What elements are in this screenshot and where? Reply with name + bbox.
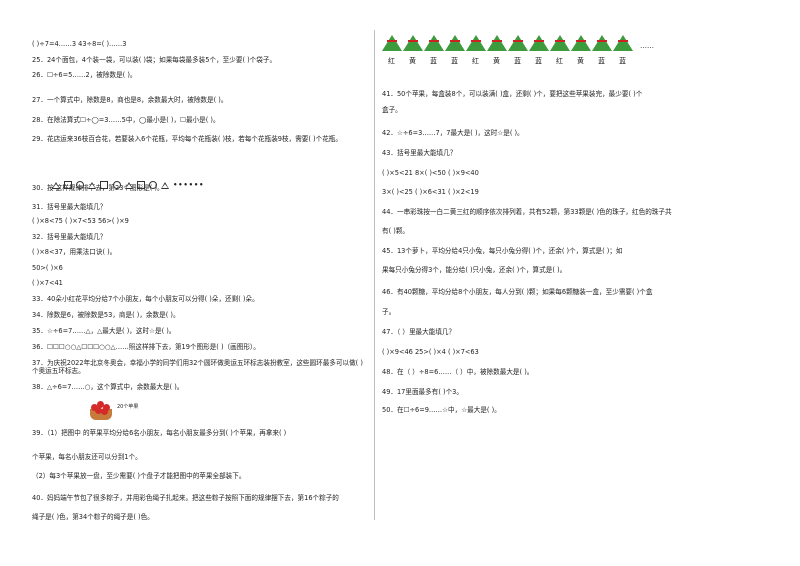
circle-icon bbox=[76, 181, 85, 189]
zongzi-item: 蓝 bbox=[424, 35, 444, 65]
question-47-items: ( )×9<46 25>( )×4 ( )×7<63 bbox=[382, 348, 479, 356]
question-49: 49．17里面最多有( )个3。 bbox=[382, 388, 463, 396]
square-icon bbox=[100, 181, 109, 189]
zongzi-item: 蓝 bbox=[508, 35, 528, 65]
apple-count-tag: 20个苹果 bbox=[117, 404, 139, 410]
question-26: 26．☐÷6=5……2，被除数是( )。 bbox=[32, 71, 137, 79]
question-44-cont: 有( )颗。 bbox=[382, 227, 410, 235]
zongzi-row: 红 黄 蓝 蓝 红 黄 蓝 蓝 红 黄 蓝 蓝 bbox=[382, 35, 682, 67]
question-28: 28．在除法算式☐÷◯=3……5中，◯最小是( )，☐最小是( )。 bbox=[32, 116, 220, 124]
question-46: 46．有40颗糖，平均分给8个小朋友，每人分到( )颗；如果每6颗糖装一盒，至少… bbox=[382, 288, 653, 296]
question-45: 45．13个萝卜，平均分给4只小兔，每只小兔分得( )个，还余( )个，算式是(… bbox=[382, 247, 623, 255]
question-42: 42．☆÷6=3……7，7最大是( )，这时☆是( )。 bbox=[382, 129, 524, 137]
square-icon bbox=[136, 181, 145, 189]
question-41: 41．50个苹果，每盒装8个，可以装满( )盒，还剩( )个，要把这些苹果装完，… bbox=[382, 90, 643, 98]
zongzi-item: 蓝 bbox=[613, 35, 633, 65]
zongzi-item: 蓝 bbox=[445, 35, 465, 65]
zongzi-color-label: 红 bbox=[556, 57, 563, 65]
basket-shape bbox=[90, 409, 112, 420]
zongzi-item: 蓝 bbox=[529, 35, 549, 65]
question-36: 36．☐☐☐○○△☐☐☐○○△……照这样排下去，第19个图形是( )（画图形）。 bbox=[32, 343, 260, 351]
question-32-item-3: ( )×7<41 bbox=[32, 279, 63, 287]
zongzi-color-label: 红 bbox=[472, 57, 479, 65]
circle-icon bbox=[148, 181, 157, 189]
square-icon bbox=[64, 181, 73, 189]
question-24-line: ( )÷7=4……3 43÷8=( )……3 bbox=[32, 40, 127, 48]
question-40-cont: 绳子是( )色，第34个粽子的绳子是( )色。 bbox=[32, 513, 154, 521]
apple-basket-image bbox=[88, 399, 114, 421]
zongzi-item: 红 bbox=[466, 35, 486, 65]
question-39-part-1: 39．（1）把图中 的苹果平均分给6名小朋友，每名小朋友最多分到( )个苹果，再… bbox=[32, 429, 287, 437]
zongzi-item: 黄 bbox=[571, 35, 591, 65]
zongzi-color-label: 黄 bbox=[493, 57, 500, 65]
question-33: 33．40朵小红花平均分给7个小朋友，每个小朋友可以分得( )朵，还剩( )朵。 bbox=[32, 295, 259, 303]
zongzi-color-label: 蓝 bbox=[451, 57, 458, 65]
zongzi-color-label: 蓝 bbox=[514, 57, 521, 65]
apple-shape bbox=[95, 407, 102, 414]
triangle-icon bbox=[160, 181, 169, 189]
circle-icon bbox=[112, 181, 121, 189]
question-25: 25．24个面包，4个装一袋，可以装( )袋；如果每袋最多装5个，至少要( )个… bbox=[32, 56, 277, 64]
question-39-part-1-cont: 个苹果，每名小朋友还可以分到1个。 bbox=[32, 453, 142, 461]
question-32-title: 32．括号里最大能填几？ bbox=[32, 233, 107, 241]
zongzi-color-label: 蓝 bbox=[535, 57, 542, 65]
question-37: 37．为庆祝2022年北京冬奥会，幸福小学的同学们用32个圆环做奥运五环标志装扮… bbox=[32, 359, 363, 375]
question-29: 29．花店运来36枝百合花，若要装入6个花瓶，平均每个花瓶装( )枝，若每个花瓶… bbox=[32, 135, 342, 143]
zongzi-color-label: 蓝 bbox=[619, 57, 626, 65]
apple-shape bbox=[97, 401, 104, 408]
zongzi-color-label: 黄 bbox=[409, 57, 416, 65]
apple-shape bbox=[103, 404, 110, 411]
triangle-icon bbox=[52, 181, 60, 189]
shape-pattern: •••••• bbox=[52, 181, 206, 191]
zongzi-item: 黄 bbox=[487, 35, 507, 65]
zongzi-continuation-dots: …… bbox=[640, 42, 654, 50]
triangle-icon bbox=[124, 181, 133, 189]
question-34: 34．除数是6，被除数是53，商是( )，余数是( )。 bbox=[32, 311, 180, 319]
question-32-item-1: ( )×8<37，用乘法口诀( )。 bbox=[32, 248, 117, 256]
zongzi-color-label: 蓝 bbox=[430, 57, 437, 65]
zongzi-item: 黄 bbox=[403, 35, 423, 65]
question-50: 50．在☐÷6=9……☆中，☆最大是( )。 bbox=[382, 406, 501, 414]
question-43-row-2: 3×( )<25 ( )×6<31 ( )×2<19 bbox=[382, 188, 479, 196]
question-43-title: 43．括号里最大能填几？ bbox=[382, 149, 457, 157]
question-35: 35．☆÷6=7……△，△最大是( )，这时☆是( )。 bbox=[32, 327, 176, 335]
zongzi-item: 蓝 bbox=[592, 35, 612, 65]
question-48: 48．在（ ）÷8=6……（ ）中，被除数最大是( )。 bbox=[382, 368, 534, 376]
question-43-row-1: ( )×5<21 8×( )<50 ( )×9<40 bbox=[382, 169, 479, 177]
question-27: 27．一个算式中，除数是8，商也是8，余数最大时，被除数是( )。 bbox=[32, 96, 228, 104]
question-32-item-2: 50>( )×6 bbox=[32, 264, 63, 272]
apple-shape bbox=[91, 404, 98, 411]
question-30: 30．按 这样规律排下去，第23个图形是( )。 bbox=[32, 184, 164, 192]
zongzi-color-label: 黄 bbox=[577, 57, 584, 65]
question-31-items: ( )×8<75 ( )×7<53 56>( )×9 bbox=[32, 217, 129, 225]
question-40: 40．妈妈端午节包了很多粽子，并用彩色绳子扎起来。把这些粽子按照下面的规律摆下去… bbox=[32, 494, 339, 502]
question-38: 38．△÷6=7……○，这个算式中，余数最大是( )。 bbox=[32, 383, 184, 391]
zongzi-item: 红 bbox=[382, 35, 402, 65]
pattern-dots: •••••• bbox=[173, 181, 205, 189]
question-46-cont: 子。 bbox=[382, 308, 396, 316]
zongzi-color-label: 红 bbox=[388, 57, 395, 65]
zongzi-item: 红 bbox=[550, 35, 570, 65]
question-47-title: 47．（ ）里最大能填几？ bbox=[382, 328, 456, 336]
question-44: 44．一串彩珠按一白二黄三红的顺序依次排列着，共有52颗，第33颗是( )色的珠… bbox=[382, 208, 672, 216]
question-45-cont: 果每只小兔分得3个，能分给( )只小兔，还余( )个，算式是( )。 bbox=[382, 266, 567, 274]
question-31-title: 31．括号里最大能填几？ bbox=[32, 203, 107, 211]
zongzi-color-label: 蓝 bbox=[598, 57, 605, 65]
question-41-cont: 盒子。 bbox=[382, 106, 402, 114]
column-divider bbox=[374, 30, 375, 520]
apple-shape bbox=[101, 408, 108, 415]
question-39-part-2: （2）每3个苹果放一盘，至少需要( )个盘子才能把图中的苹果全部装下。 bbox=[32, 472, 246, 480]
triangle-icon bbox=[88, 181, 97, 189]
